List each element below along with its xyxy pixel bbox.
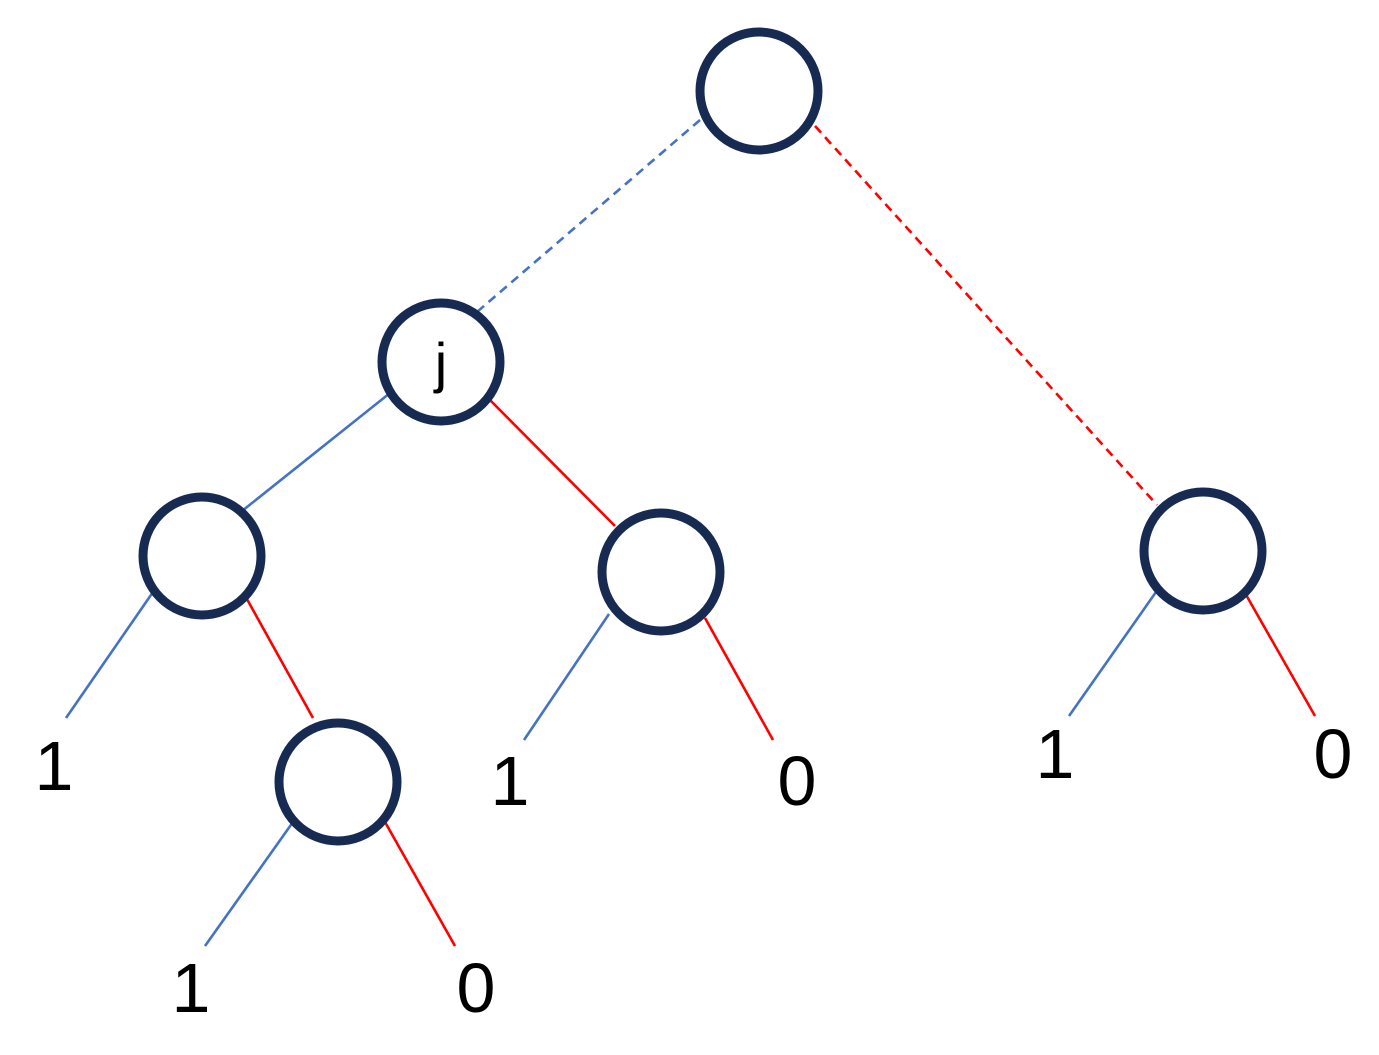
tree-node-c: [1139, 487, 1267, 615]
leaf-value-c-1: 1: [1036, 715, 1075, 793]
tree-node-d: [274, 718, 402, 846]
leaf-value-a-1: 1: [35, 727, 74, 805]
edge-b-to-b-0-red: [703, 617, 775, 741]
edge-c-to-c-0-red: [1243, 592, 1317, 717]
edge-d-to-d-0-red: [383, 821, 457, 947]
edge-j-to-a-blue: [241, 391, 391, 513]
node-circle: [597, 508, 725, 636]
leaf-value-d-1: 1: [172, 949, 211, 1027]
nodes-layer: j: [138, 27, 1267, 846]
edge-c-to-c-1-blue: [1067, 591, 1158, 717]
node-circle: [695, 27, 823, 155]
leaf-value-b-1: 1: [491, 742, 530, 820]
leaf-value-d-0: 0: [457, 949, 496, 1027]
leaf-value-b-0: 0: [778, 742, 817, 820]
edge-j-to-b-red: [486, 396, 616, 527]
node-label: j: [433, 331, 447, 394]
tree-node-j: j: [377, 298, 505, 426]
edge-root-to-c-red: [814, 125, 1158, 506]
tree-node-root: [695, 27, 823, 155]
node-circle: [274, 718, 402, 846]
tree-node-b: [597, 508, 725, 636]
edge-a-to-a-1-blue: [64, 591, 155, 719]
tree-node-a: [138, 492, 266, 620]
node-circle: [377, 298, 505, 426]
edge-root-to-j-blue: [469, 119, 701, 319]
edges-layer: [64, 119, 1317, 947]
node-circle: [1139, 487, 1267, 615]
leaf-value-c-0: 0: [1314, 715, 1353, 793]
leaves-layer: 1 1 0 1 0 1 0: [35, 715, 1353, 1027]
node-circle: [138, 492, 266, 620]
edge-d-to-d-1-blue: [203, 821, 295, 947]
edge-b-to-b-1-blue: [522, 613, 611, 741]
edge-a-to-d-red: [241, 591, 315, 719]
